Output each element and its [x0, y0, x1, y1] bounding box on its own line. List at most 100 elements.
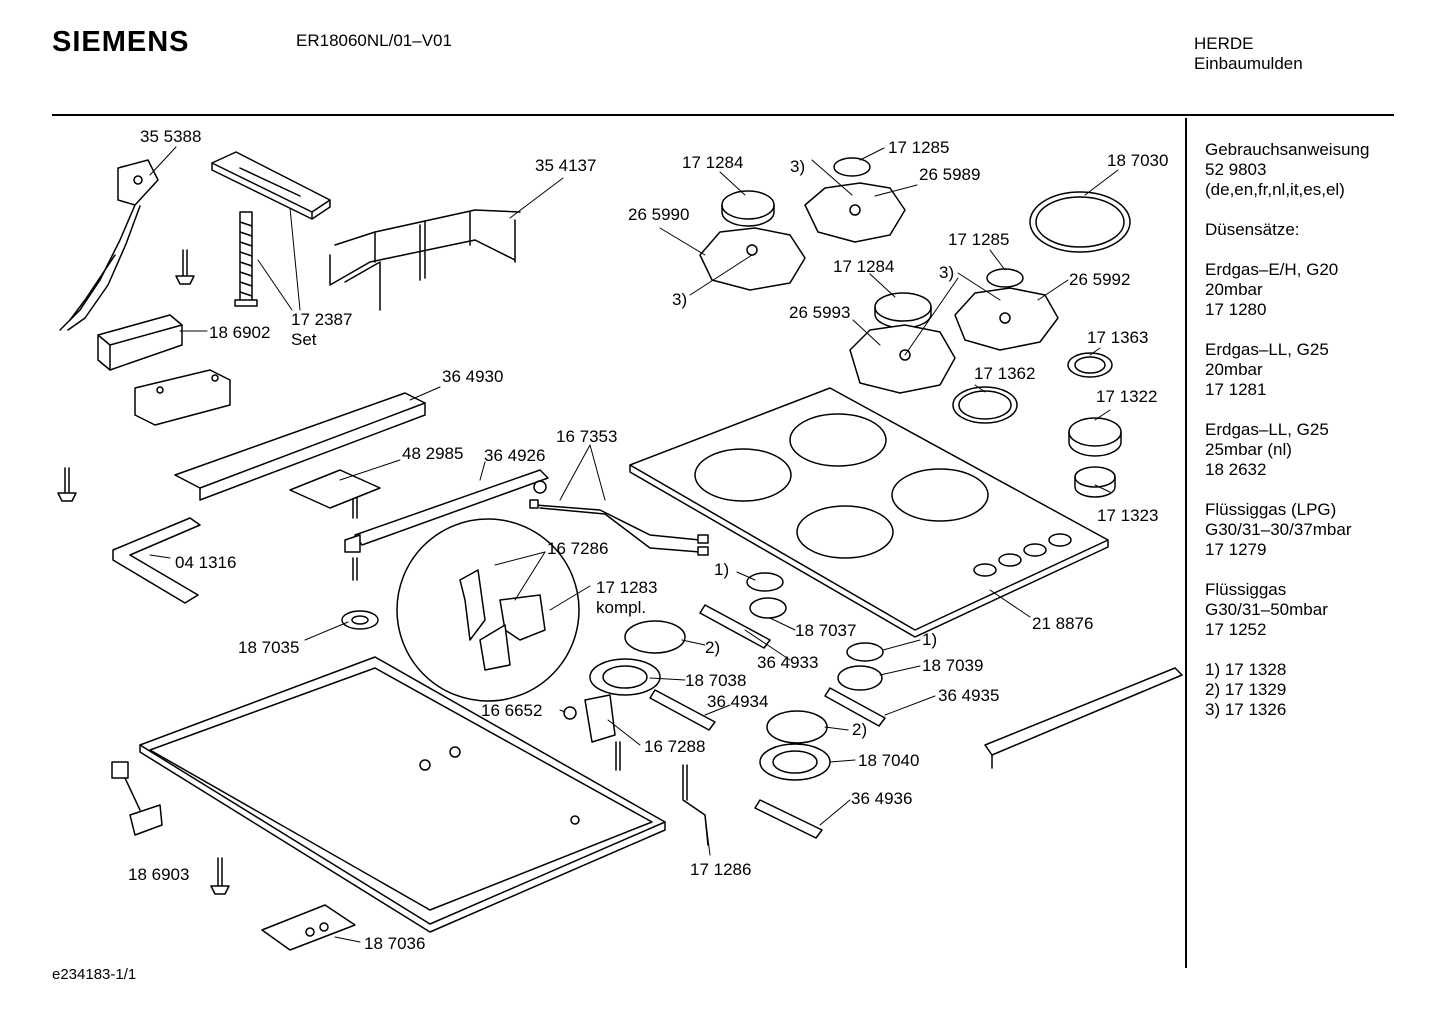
footnote-ref: 3)	[790, 157, 806, 176]
ring-icon	[341, 610, 379, 630]
wire-harness-icon	[529, 499, 709, 556]
part-label: 17 2387	[291, 310, 353, 329]
clamp-bracket-icon	[211, 151, 331, 220]
screw-icon	[210, 857, 230, 895]
info-line: 18 2632	[1205, 460, 1267, 479]
part-label: 17 1284	[682, 153, 744, 172]
part-label: kompl.	[596, 598, 647, 617]
injector-icon	[754, 799, 823, 839]
injector-icon	[649, 689, 716, 731]
info-line: 17 1252	[1205, 620, 1267, 639]
part-label: 26 5993	[789, 303, 851, 322]
info-line: 25mbar (nl)	[1205, 440, 1292, 459]
corner-frame-icon	[112, 517, 201, 604]
nozzle-set-block: Erdgas–LL, G25 25mbar (nl) 18 2632	[1205, 420, 1369, 480]
ring-icon	[952, 386, 1018, 424]
screw-icon	[57, 467, 77, 502]
info-line: (de,en,fr,nl,it,es,el)	[1205, 180, 1345, 199]
part-label: 04 1316	[175, 553, 237, 572]
part-label: 17 1362	[974, 364, 1036, 383]
category-line: HERDE	[1194, 34, 1254, 53]
thermocouple-icon	[682, 764, 709, 846]
part-label: 36 4935	[938, 686, 1000, 705]
leader-lines	[149, 146, 1119, 943]
info-line: 20mbar	[1205, 360, 1263, 379]
nozzle-set-block: Erdgas–E/H, G20 20mbar 17 1280	[1205, 260, 1369, 320]
footnote-ref: 1)	[922, 630, 938, 649]
burner-cap-icon	[721, 190, 775, 227]
part-label: 26 5990	[628, 205, 690, 224]
nozzle-set-block: Erdgas–LL, G25 20mbar 17 1281	[1205, 340, 1369, 400]
part-label: 16 7288	[644, 737, 706, 756]
part-label: 18 6903	[128, 865, 190, 884]
parts-info-sidebar: Gebrauchsanweisung 52 9803 (de,en,fr,nl,…	[1205, 140, 1369, 740]
nozzle-heading-block: Düsensätze:	[1205, 220, 1369, 240]
category-title: HERDE Einbaumulden	[1194, 34, 1303, 74]
base-tray-icon	[139, 656, 666, 933]
part-label: 21 8876	[1032, 614, 1094, 633]
info-line: 2) 17 1329	[1205, 680, 1287, 699]
info-line: Gebrauchsanweisung	[1205, 140, 1370, 159]
part-label: 36 4934	[707, 692, 769, 711]
footnote-ref: 2)	[852, 720, 868, 739]
nozzle-set-block: Flüssiggas G30/31–50mbar 17 1252	[1205, 580, 1369, 640]
part-label: 36 4930	[442, 367, 504, 386]
burner-head-icon	[849, 324, 956, 394]
screw-icon	[175, 249, 195, 285]
switch-holder-icon	[111, 761, 163, 836]
ring-icon	[846, 642, 884, 662]
document-reference: e234183-1/1	[52, 966, 137, 983]
info-line: Flüssiggas	[1205, 580, 1287, 599]
footnote-ref: 3)	[672, 290, 688, 309]
plate-icon	[289, 469, 381, 509]
footnote-ref: 1)	[714, 560, 730, 579]
part-label: 18 7037	[795, 621, 857, 640]
info-line: Düsensätze:	[1205, 220, 1300, 239]
info-line: 3) 17 1326	[1205, 700, 1287, 719]
part-label: 18 7030	[1107, 151, 1169, 170]
gas-pipe-icon	[344, 469, 549, 553]
part-label: 18 7036	[364, 934, 426, 953]
rail-icon	[174, 392, 426, 501]
info-line: G30/31–30/37mbar	[1205, 520, 1352, 539]
part-label: 17 1363	[1087, 328, 1149, 347]
part-label: 17 1285	[888, 138, 950, 157]
nozzle-set-block: Flüssiggas (LPG) G30/31–30/37mbar 17 127…	[1205, 500, 1369, 560]
header-divider	[52, 114, 1394, 116]
power-cord-icon	[59, 159, 159, 331]
manual-block: Gebrauchsanweisung 52 9803 (de,en,fr,nl,…	[1205, 140, 1369, 200]
burner-base-icon	[759, 743, 831, 781]
info-line: Erdgas–LL, G25	[1205, 420, 1329, 439]
burner-cap-icon	[833, 157, 871, 177]
screw-icon	[615, 741, 621, 771]
part-label: 16 6652	[481, 701, 543, 720]
part-label: 35 4137	[535, 156, 597, 175]
part-label: 17 1285	[948, 230, 1010, 249]
ring-gasket-icon	[1029, 191, 1131, 253]
clip-icon	[584, 694, 616, 743]
info-line: 17 1279	[1205, 540, 1267, 559]
part-label: 35 5388	[140, 127, 202, 146]
part-label: 17 1283	[596, 578, 658, 597]
part-label: 18 6902	[209, 323, 271, 342]
category-line: Einbaumulden	[1194, 54, 1303, 73]
control-knob-icon	[1068, 417, 1122, 457]
injector-icon	[824, 687, 886, 727]
footnote-legend: 1) 17 1328 2) 17 1329 3) 17 1326	[1205, 660, 1369, 720]
info-line: 17 1280	[1205, 300, 1267, 319]
label-plate-icon	[261, 904, 356, 951]
part-label: 36 4926	[484, 446, 546, 465]
info-line: Flüssiggas (LPG)	[1205, 500, 1337, 519]
info-line: G30/31–50mbar	[1205, 600, 1328, 619]
footnote-ref: 2)	[705, 638, 721, 657]
part-label: 17 1284	[833, 257, 895, 276]
ring-icon	[746, 572, 784, 592]
footnote-ref: 3)	[939, 263, 955, 282]
part-label: 18 7039	[922, 656, 984, 675]
model-number: ER18060NL/01–V01	[296, 31, 452, 50]
detail-circle-icon	[396, 518, 580, 702]
part-label: 48 2985	[402, 444, 464, 463]
part-label: 17 1323	[1097, 506, 1159, 525]
info-line: Erdgas–E/H, G20	[1205, 260, 1339, 279]
